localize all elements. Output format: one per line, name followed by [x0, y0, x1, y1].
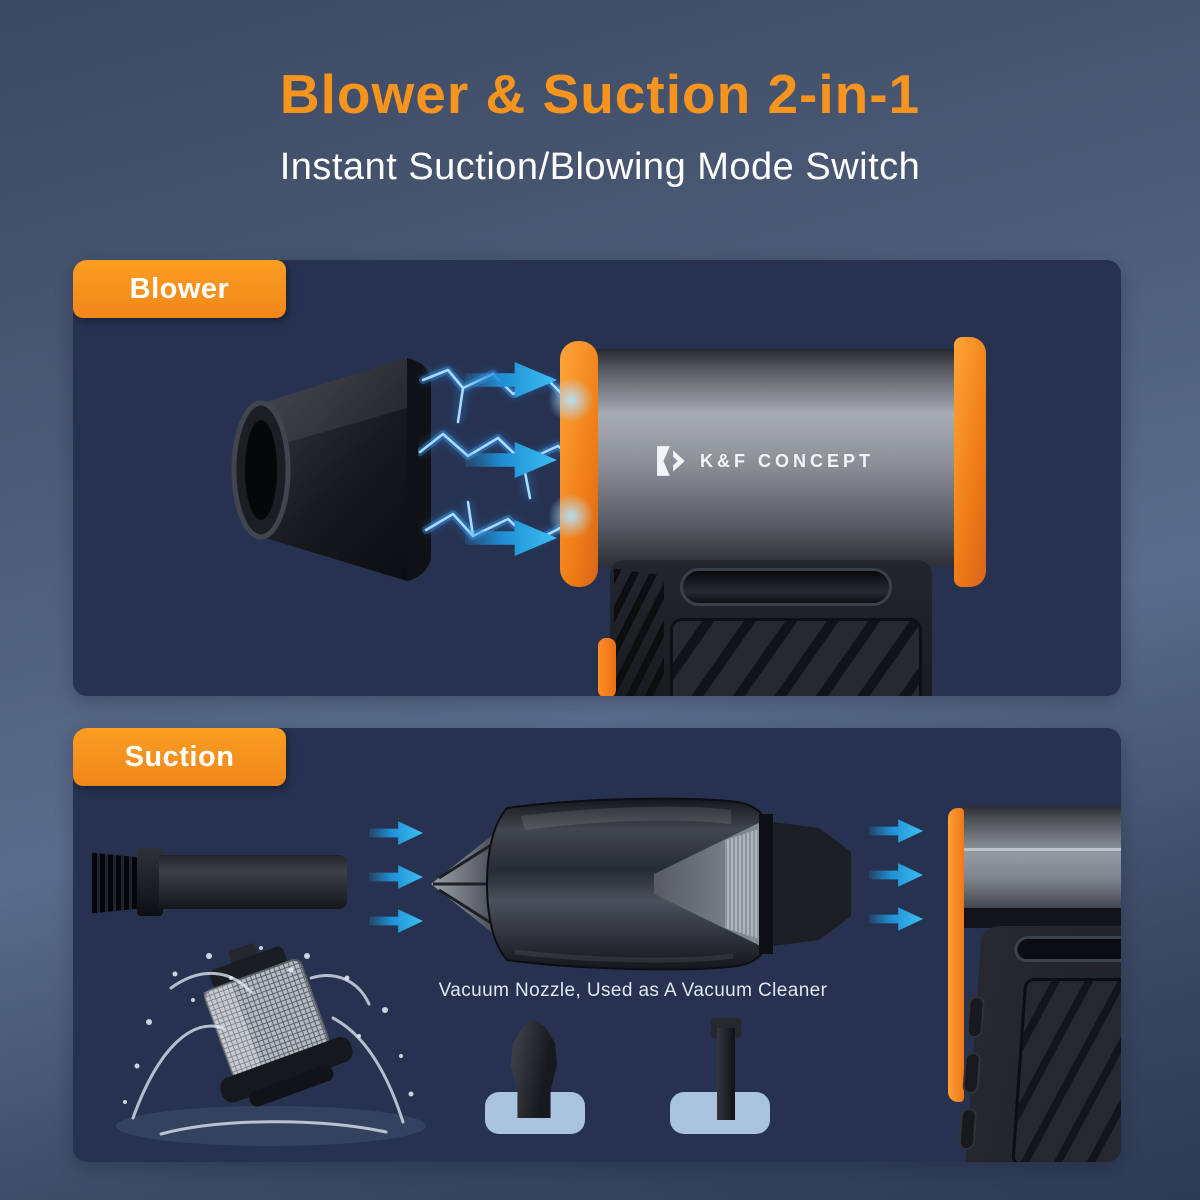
brand-row: K&F CONCEPT [656, 445, 874, 477]
filter-splash-svg [116, 943, 426, 1146]
suction-panel: Suction [73, 728, 1121, 1162]
brush-nozzle-collar [137, 848, 163, 916]
mini-vacuum-nozzle-art [511, 1020, 557, 1118]
arrow-right-icon [869, 819, 923, 843]
blower-rear-cap [954, 337, 986, 587]
glow-spot [548, 377, 594, 423]
kf-logo-icon [657, 446, 685, 476]
blower-panel: Blower [73, 260, 1121, 696]
blower-barrel [580, 349, 974, 567]
blower-badge-label: Blower [129, 272, 230, 305]
unit-handle [958, 926, 1121, 1162]
mode-button [598, 638, 616, 696]
suction-unit-art [948, 806, 1121, 1162]
brush-nozzle-tube [159, 855, 347, 909]
nozzle-caption: Vacuum Nozzle, Used as A Vacuum Cleaner [438, 980, 828, 1001]
water-splash-art [101, 926, 436, 1158]
brand-text: K&F CONCEPT [700, 450, 874, 471]
vacuum-nozzle-art [431, 797, 851, 971]
arrow-right-icon [869, 863, 923, 887]
side-button [966, 996, 986, 1038]
page-title: Blower & Suction 2-in-1 [279, 63, 921, 125]
arrow-right-icon [369, 821, 423, 845]
handle-vents [614, 568, 664, 696]
page-subtitle: Instant Suction/Blowing Mode Switch [279, 146, 921, 188]
blower-handle [598, 560, 932, 696]
blower-unit-art: K&F CONCEPT [548, 335, 1078, 696]
handle-slot [680, 568, 892, 606]
suction-badge-label: Suction [124, 740, 235, 773]
arrow-right-icon [369, 865, 423, 889]
glow-spot [548, 493, 594, 539]
unit-orange-edge [948, 808, 964, 1102]
header: Blower & Suction 2-in-1 Instant Suction/… [0, 0, 1200, 189]
handle-slot [1013, 936, 1121, 962]
unit-barrel [961, 806, 1121, 910]
arrow-right-icon [869, 907, 923, 931]
cone-nozzle-art [231, 358, 431, 581]
barrel-highlight [961, 848, 1121, 851]
barrel-underside [961, 908, 1121, 928]
blower-badge: Blower [73, 260, 286, 318]
mini-brush-tube-art [717, 1028, 735, 1120]
suction-badge: Suction [73, 728, 286, 786]
handle-grip [1011, 978, 1121, 1162]
brush-nozzle-bristles [92, 852, 144, 914]
side-button [958, 1108, 978, 1150]
side-button [962, 1052, 982, 1094]
handle-grip [670, 618, 922, 696]
